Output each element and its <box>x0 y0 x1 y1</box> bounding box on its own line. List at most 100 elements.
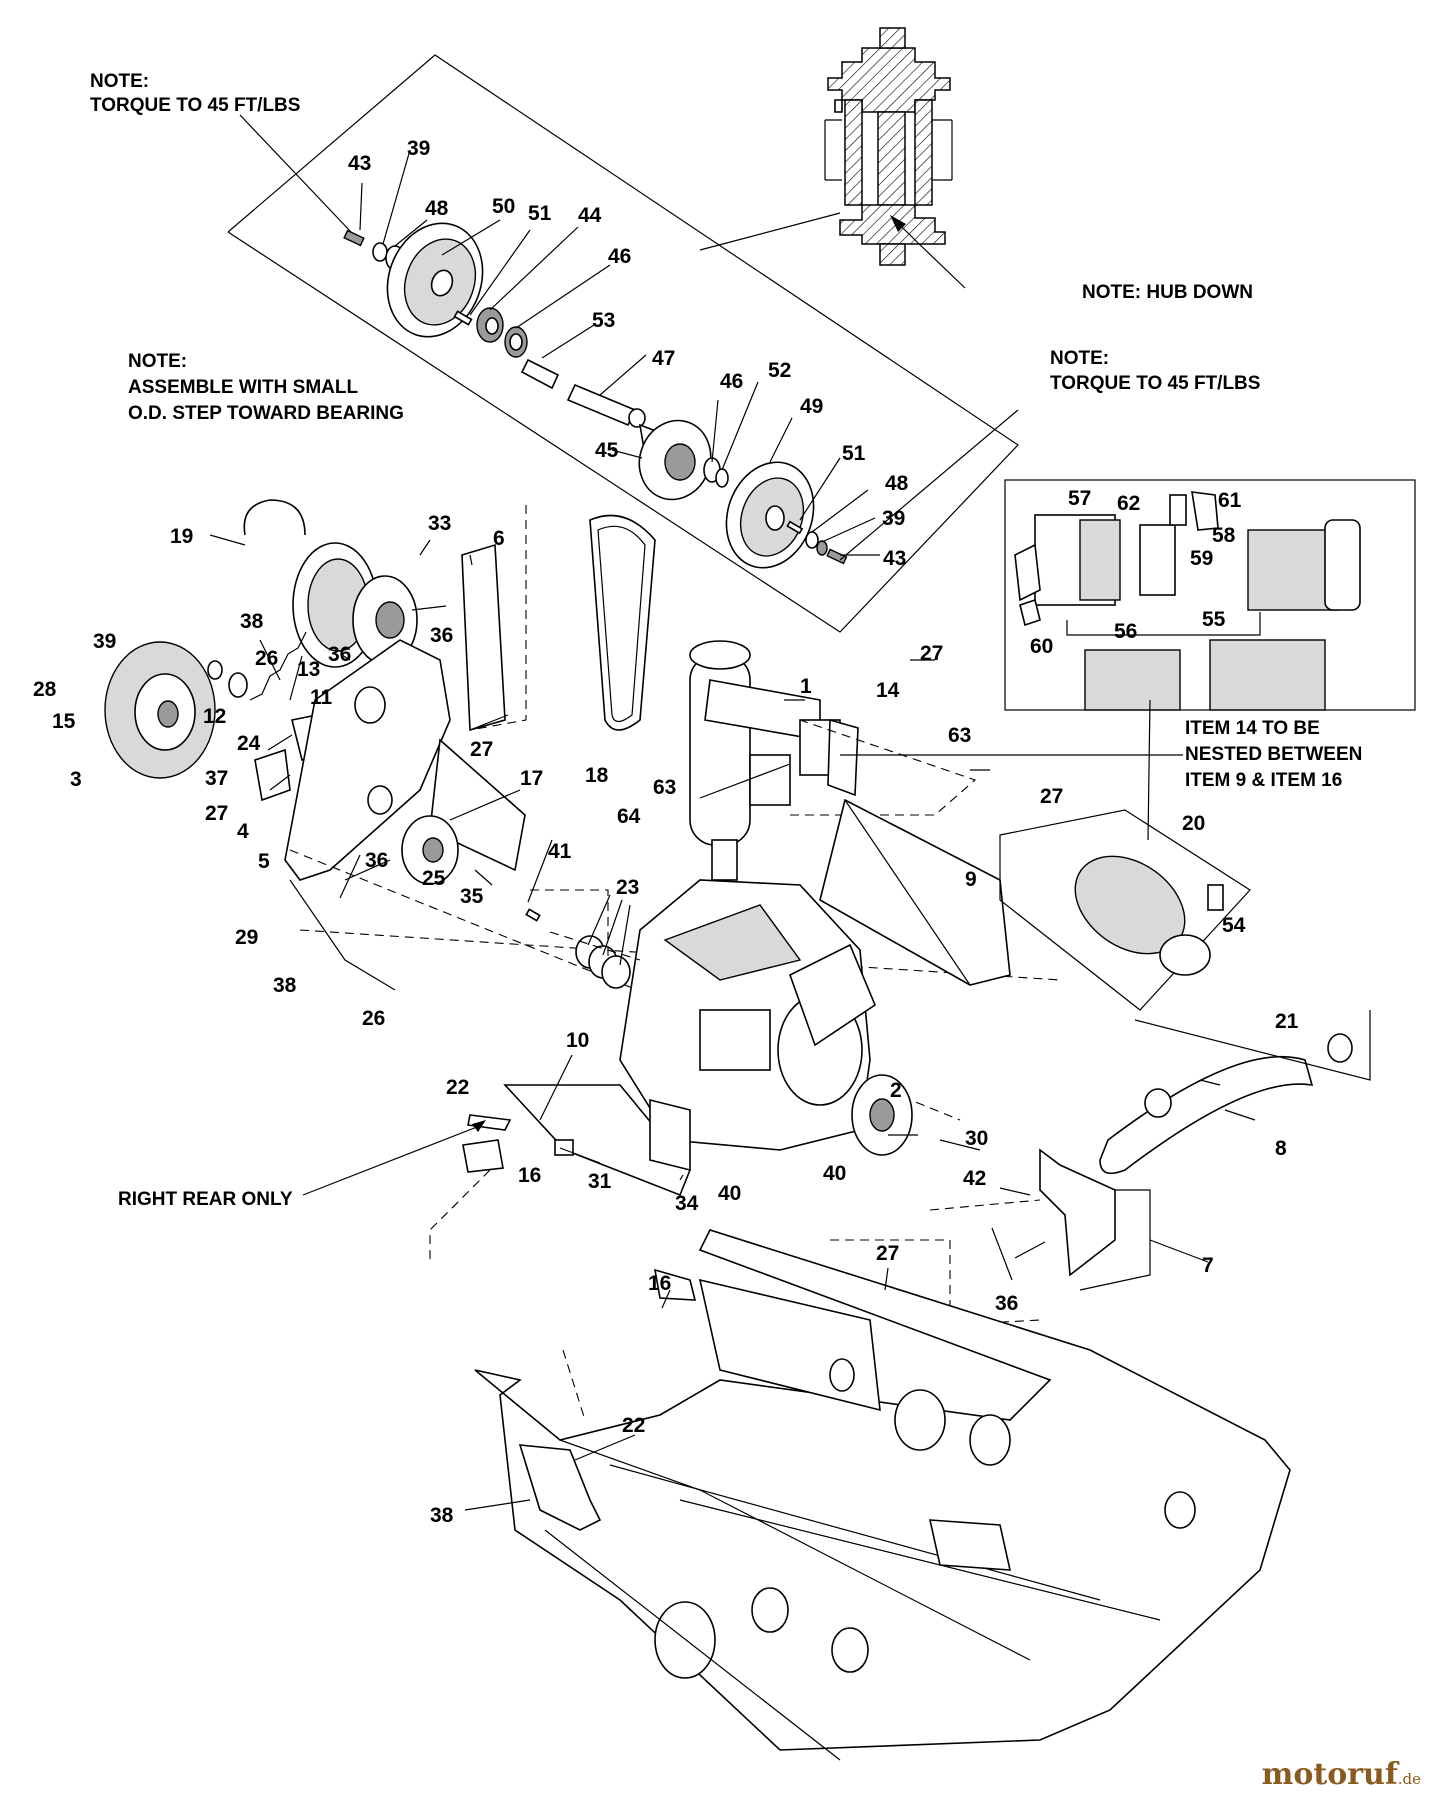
part-number-16: 16 <box>648 1272 671 1295</box>
note-item14-line2: NESTED BETWEEN <box>1185 744 1362 765</box>
part-number-8: 8 <box>1275 1137 1287 1160</box>
part-number-13: 13 <box>297 658 320 681</box>
note-assemble-line2: O.D. STEP TOWARD BEARING <box>128 403 404 424</box>
part-number-12: 12 <box>203 705 226 728</box>
watermark-domain: .de <box>1397 1770 1421 1788</box>
part-number-19: 19 <box>170 525 193 548</box>
note-torque-top-text: TORQUE TO 45 FT/LBS <box>90 95 300 116</box>
part-number-23: 23 <box>616 876 639 899</box>
part-number-6: 6 <box>493 527 505 550</box>
part-number-9: 9 <box>965 868 977 891</box>
part-number-28: 28 <box>33 678 57 701</box>
clutch-and-belt-group <box>104 499 1061 1121</box>
diagram-notes: NOTE: TORQUE TO 45 FT/LBS NOTE: HUB DOWN… <box>90 71 1362 1210</box>
part-number-38: 38 <box>273 974 297 997</box>
part-number-21: 21 <box>1275 1010 1299 1033</box>
part-number-35: 35 <box>460 885 484 908</box>
part-number-7: 7 <box>1202 1254 1214 1277</box>
part-number-22: 22 <box>446 1076 469 1099</box>
leader-lines <box>209 114 1256 1511</box>
part-number-31: 31 <box>588 1170 612 1193</box>
part-number-44: 44 <box>578 204 602 227</box>
part-number-58: 58 <box>1212 524 1236 547</box>
part-number-43: 43 <box>883 547 906 570</box>
part-number-46: 46 <box>720 370 743 393</box>
part-number-30: 30 <box>965 1127 988 1150</box>
part-number-49: 49 <box>800 395 823 418</box>
part-number-40: 40 <box>718 1182 741 1205</box>
note-assemble-title: NOTE: <box>128 351 187 372</box>
part-number-27: 27 <box>470 738 493 761</box>
note-torque-right-title: NOTE: <box>1050 348 1109 369</box>
part-number-48: 48 <box>885 472 909 495</box>
note-item14-line1: ITEM 14 TO BE <box>1185 718 1320 739</box>
part-number-52: 52 <box>768 359 791 382</box>
part-number-20: 20 <box>1182 812 1205 835</box>
part-number-24: 24 <box>237 732 261 755</box>
engine-group <box>525 879 913 1156</box>
part-number-5: 5 <box>258 850 270 873</box>
part-number-62: 62 <box>1117 492 1140 515</box>
part-number-26: 26 <box>255 647 278 670</box>
part-number-43: 43 <box>348 152 371 175</box>
part-number-46: 46 <box>608 245 631 268</box>
top-pulley-assembly <box>227 54 1019 633</box>
part-number-22: 22 <box>622 1414 645 1437</box>
part-number-29: 29 <box>235 926 258 949</box>
part-number-50: 50 <box>492 195 515 218</box>
part-number-34: 34 <box>675 1192 699 1215</box>
part-number-60: 60 <box>1030 635 1053 658</box>
part-number-59: 59 <box>1190 547 1213 570</box>
watermark-brand: motoruf <box>1261 1757 1398 1792</box>
part-number-39: 39 <box>407 137 430 160</box>
part-number-26: 26 <box>362 1007 385 1030</box>
part-number-54: 54 <box>1222 914 1246 937</box>
note-torque-top-title: NOTE: <box>90 71 149 92</box>
part-number-16: 16 <box>518 1164 541 1187</box>
part-number-10: 10 <box>566 1029 589 1052</box>
air-filter-box <box>1004 479 1416 841</box>
hub-cross-section <box>824 27 953 266</box>
part-number-37: 37 <box>205 767 228 790</box>
part-number-55: 55 <box>1202 608 1226 631</box>
part-number-27: 27 <box>920 642 943 665</box>
part-number-47: 47 <box>652 347 675 370</box>
part-number-2: 2 <box>890 1079 902 1102</box>
part-number-14: 14 <box>876 679 900 702</box>
part-number-3: 3 <box>70 768 82 791</box>
note-right-rear-only: RIGHT REAR ONLY <box>118 1189 293 1210</box>
part-number-63: 63 <box>653 776 676 799</box>
part-number-15: 15 <box>52 710 76 733</box>
note-hub-down: NOTE: HUB DOWN <box>1082 282 1253 303</box>
part-number-36: 36 <box>328 643 351 666</box>
part-number-56: 56 <box>1114 620 1137 643</box>
mount-bracket-9 <box>819 798 1011 986</box>
part-number-45: 45 <box>595 439 619 462</box>
part-number-39: 39 <box>882 507 905 530</box>
part-number-27: 27 <box>205 802 228 825</box>
part-number-51: 51 <box>842 442 866 465</box>
part-number-48: 48 <box>425 197 449 220</box>
bracket-7-group <box>830 1148 1151 1326</box>
note-item14-line3: ITEM 9 & ITEM 16 <box>1185 770 1342 791</box>
engine-mount-group <box>429 1084 691 1260</box>
part-number-27: 27 <box>1040 785 1063 808</box>
part-number-51: 51 <box>528 202 552 225</box>
part-number-57: 57 <box>1068 487 1091 510</box>
air-cleaner-group <box>999 809 1251 1011</box>
part-number-36: 36 <box>365 849 388 872</box>
part-number-11: 11 <box>310 686 333 709</box>
part-number-40: 40 <box>823 1162 846 1185</box>
part-number-38: 38 <box>240 610 264 633</box>
chassis-frame <box>474 1229 1291 1761</box>
part-number-25: 25 <box>422 867 446 890</box>
part-number-17: 17 <box>520 767 543 790</box>
watermark-logo: motoruf.de <box>1262 1757 1421 1792</box>
part-number-64: 64 <box>617 805 641 828</box>
part-number-41: 41 <box>548 840 572 863</box>
part-number-4: 4 <box>237 820 249 843</box>
part-number-1: 1 <box>800 675 812 698</box>
part-number-33: 33 <box>428 512 451 535</box>
part-number-36: 36 <box>430 624 453 647</box>
